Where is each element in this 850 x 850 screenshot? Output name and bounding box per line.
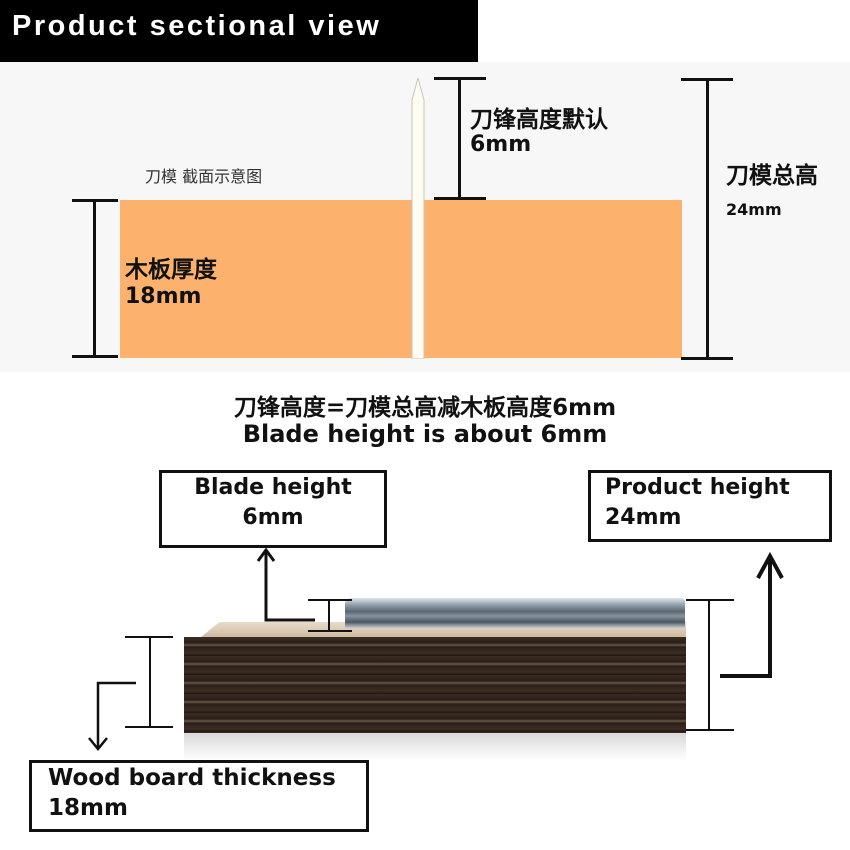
product-height-callout: Product height 24mm (588, 470, 832, 542)
board-label-cn: 木板厚度 (125, 257, 217, 283)
page-title: Product sectional view (12, 10, 382, 42)
board-value: 18mm (125, 284, 202, 309)
board-callout-arrow-icon (88, 681, 136, 751)
blade-value: 6mm (470, 132, 532, 157)
board-photo-dimension-bottom (125, 726, 173, 728)
board-thickness-value: 18mm (48, 795, 128, 821)
product-photo-dimension-top (686, 599, 734, 601)
total-label-cn: 刀模总高 (726, 163, 818, 189)
wood-board-photo (184, 637, 686, 733)
steel-blade-photo (345, 598, 685, 628)
blade-dimension-bottom-tick (434, 197, 486, 200)
blade-label-cn: 刀锋高度默认 (470, 107, 608, 133)
total-dimension-bottom-tick (681, 357, 733, 360)
blade-height-callout: Blade height 6mm (159, 470, 387, 548)
board-dimension-line (93, 200, 96, 357)
diagram-caption: 刀模 截面示意图 (145, 167, 263, 186)
blade-photo-dimension-top (308, 599, 352, 601)
board-dimension-bottom-tick (72, 355, 118, 358)
formula-en: Blade height is about 6mm (242, 420, 608, 448)
board-thickness-label: Wood board thickness (48, 765, 336, 791)
blade-callout-arrow-icon (256, 547, 315, 622)
product-height-value: 24mm (605, 505, 682, 530)
product-height-label: Product height (605, 475, 790, 500)
product-photo-dimension-bottom (686, 729, 734, 731)
board-photo-dimension-line (149, 637, 151, 727)
board-shadow (184, 733, 686, 761)
title-bar (0, 0, 478, 62)
blade-height-value: 6mm (242, 505, 304, 530)
board-thickness-callout: Wood board thickness 18mm (29, 760, 369, 832)
product-callout-arrow-icon (720, 551, 784, 678)
blade-dimension-line (458, 78, 461, 199)
formula-cn: 刀锋高度=刀模总高减木板高度6mm (233, 395, 617, 421)
blade-photo-dimension-line (328, 600, 330, 630)
blade-section-icon (411, 78, 425, 359)
total-dimension-line (706, 79, 709, 359)
total-value: 24mm (726, 200, 782, 219)
blade-height-label: Blade height (194, 475, 352, 500)
product-photo-dimension-line (708, 600, 710, 730)
wood-board-section (120, 200, 682, 358)
blade-photo-dimension-bottom (308, 630, 352, 632)
